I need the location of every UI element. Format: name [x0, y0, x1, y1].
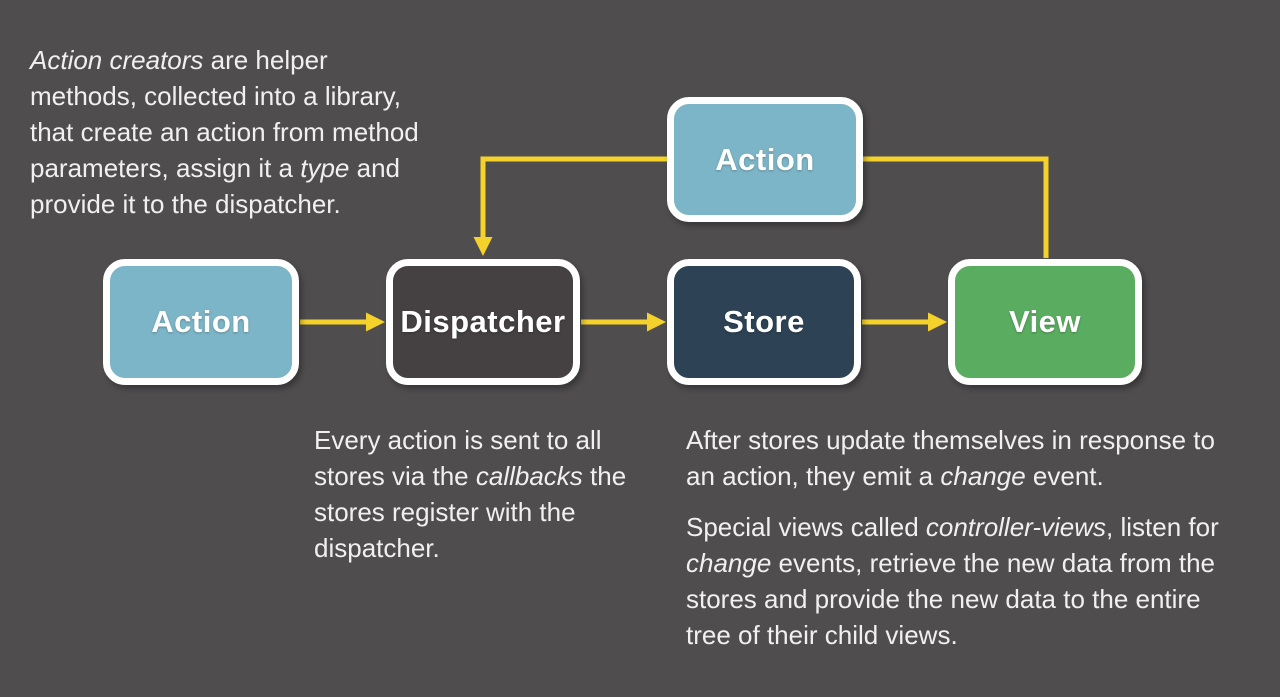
node-action-top-label: Action [715, 141, 815, 177]
node-view-label: View [1008, 304, 1082, 339]
node-view: View [948, 259, 1142, 385]
node-dispatcher: Dispatcher [386, 259, 580, 385]
arrow-dispatcher-to-store [581, 312, 666, 332]
node-dispatcher-label: Dispatcher [400, 304, 566, 339]
node-action-left-label: Action [151, 304, 251, 339]
annotation-store-notes: After stores update themselves in respon… [686, 422, 1219, 653]
node-action-left: Action [103, 259, 299, 385]
connector-view-to-action-top [863, 156, 1049, 258]
arrow-action-to-dispatcher [300, 312, 385, 332]
annotation-store-note-2: Special views called controller-views, l… [686, 512, 1219, 650]
arrow-store-to-view [862, 312, 947, 332]
node-store-label: Store [723, 304, 805, 339]
arrow-action-top-to-dispatcher [473, 156, 667, 256]
annotation-store-note-1: After stores update themselves in respon… [686, 425, 1215, 491]
node-store: Store [667, 259, 861, 385]
node-action-top: Action [667, 97, 863, 222]
